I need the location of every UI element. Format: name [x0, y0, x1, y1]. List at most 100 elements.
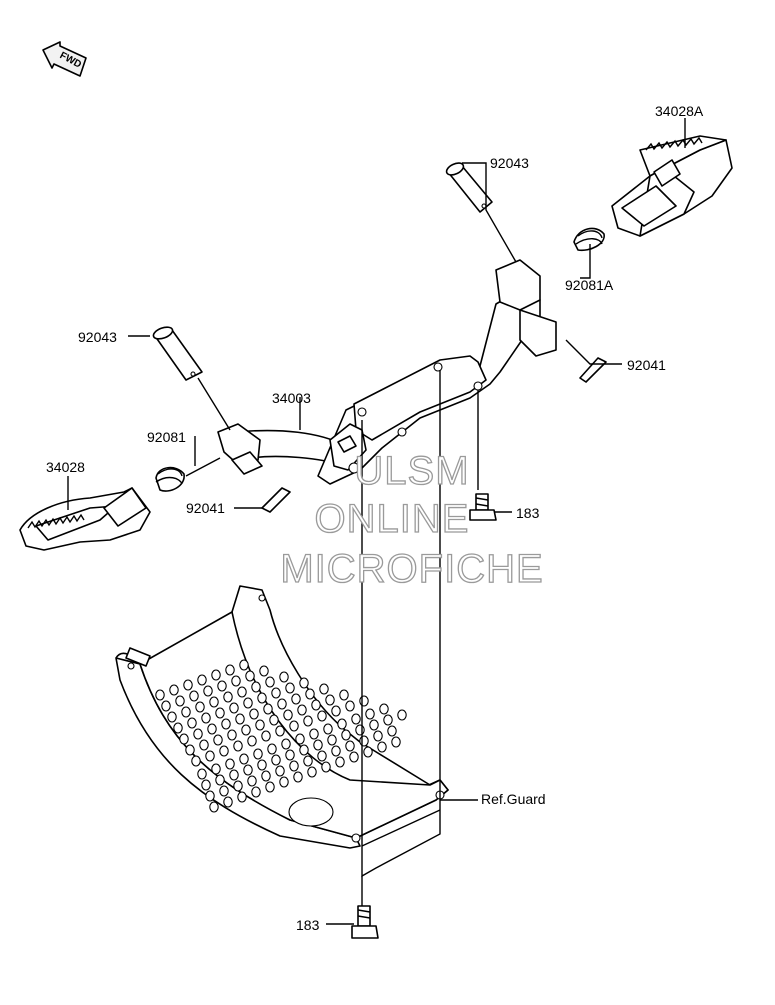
guard-hole — [379, 703, 389, 715]
guard-hole — [215, 707, 225, 719]
guard-hole — [345, 700, 355, 712]
guard-hole — [209, 696, 219, 708]
label-92041-right: 92041 — [627, 357, 666, 373]
label-34003: 34003 — [272, 390, 311, 406]
cotter-pin-92041-right — [579, 357, 607, 383]
footpeg-bracket-34003 — [217, 259, 557, 485]
guard-hole — [325, 694, 335, 706]
guard-hole — [237, 686, 247, 698]
guard-hole — [225, 664, 235, 676]
guard-hole — [373, 730, 383, 742]
guard-hole — [201, 712, 211, 724]
guard-hole — [245, 670, 255, 682]
guard-hole — [223, 691, 233, 703]
guard-hole — [285, 749, 295, 761]
guard-hole — [289, 760, 299, 772]
guard-hole — [303, 715, 313, 727]
guard-hole — [277, 698, 287, 710]
label-92043-top: 92043 — [490, 155, 529, 171]
guard-hole — [191, 755, 201, 767]
pin-92043-upper — [445, 162, 493, 213]
guard-hole — [261, 770, 271, 782]
guard-hole — [195, 701, 205, 713]
guard-hole — [179, 733, 189, 745]
guard-hole — [247, 775, 257, 787]
left-footpeg-34028 — [19, 487, 151, 551]
guard-hole — [219, 785, 229, 797]
guard-hole — [181, 706, 191, 718]
guard-hole — [283, 709, 293, 721]
guard-plate — [115, 585, 449, 849]
guard-hole — [321, 761, 331, 773]
guard-hole — [233, 740, 243, 752]
guard-hole — [305, 688, 315, 700]
guard-hole — [189, 690, 199, 702]
guard-hole — [331, 745, 341, 757]
guard-hole — [341, 729, 351, 741]
guard-hole — [255, 719, 265, 731]
guard-hole — [327, 734, 337, 746]
guard-hole — [205, 750, 215, 762]
guard-hole — [239, 753, 249, 765]
guard-hole — [251, 786, 261, 798]
guard-hole — [337, 718, 347, 730]
guard-hole — [397, 709, 407, 721]
label-34028: 34028 — [46, 459, 85, 475]
guard-hole — [349, 751, 359, 763]
guard-hole — [257, 759, 267, 771]
guard-hole — [307, 766, 317, 778]
label-183-upper: 183 — [516, 505, 540, 521]
guard-hole — [221, 718, 231, 730]
guard-hole — [211, 669, 221, 681]
label-92043-left: 92043 — [78, 329, 117, 345]
guard-hole — [241, 724, 251, 736]
guard-hole — [263, 703, 273, 715]
guard-hole — [259, 665, 269, 677]
guard-hole — [285, 682, 295, 694]
guard-hole — [359, 695, 369, 707]
guard-hole — [183, 679, 193, 691]
guard-hole — [235, 713, 245, 725]
guard-hole — [265, 781, 275, 793]
guard-hole — [197, 674, 207, 686]
label-92081A: 92081A — [565, 277, 614, 293]
leader-lines — [67, 118, 686, 925]
label-34028A: 34028A — [655, 103, 704, 119]
guard-hole — [345, 740, 355, 752]
guard-hole — [291, 693, 301, 705]
guard-hole — [289, 720, 299, 732]
guard-hole — [355, 724, 365, 736]
guard-hole — [185, 744, 195, 756]
guard-hole — [279, 776, 289, 788]
cotter-pin-92041-left — [261, 487, 291, 513]
guard-hole — [351, 713, 361, 725]
guard-hole — [187, 717, 197, 729]
guard-hole — [201, 779, 211, 791]
guard-hole — [335, 756, 345, 768]
guard-hole — [297, 704, 307, 716]
spring-92081 — [155, 466, 185, 492]
guard-hole — [377, 741, 387, 753]
guard-hole — [311, 699, 321, 711]
spring-92081A — [573, 227, 605, 252]
watermark-line-2: ONLINE — [315, 497, 470, 541]
guard-hole — [309, 728, 319, 740]
guard-hole — [223, 796, 233, 808]
guard-hole — [237, 791, 247, 803]
label-183-lower: 183 — [296, 917, 320, 933]
guard-hole — [225, 758, 235, 770]
guard-hole — [365, 708, 375, 720]
guard-hole — [161, 700, 171, 712]
fwd-arrow-icon: FWD — [42, 41, 87, 77]
guard-hole — [281, 738, 291, 750]
guard-hole — [175, 695, 185, 707]
guard-hole — [299, 677, 309, 689]
guard-hole — [207, 723, 217, 735]
label-92041-left: 92041 — [186, 500, 225, 516]
bolt-183-upper — [469, 493, 497, 521]
label-92081: 92081 — [147, 429, 186, 445]
guard-hole — [229, 702, 239, 714]
guard-hole — [173, 722, 183, 734]
